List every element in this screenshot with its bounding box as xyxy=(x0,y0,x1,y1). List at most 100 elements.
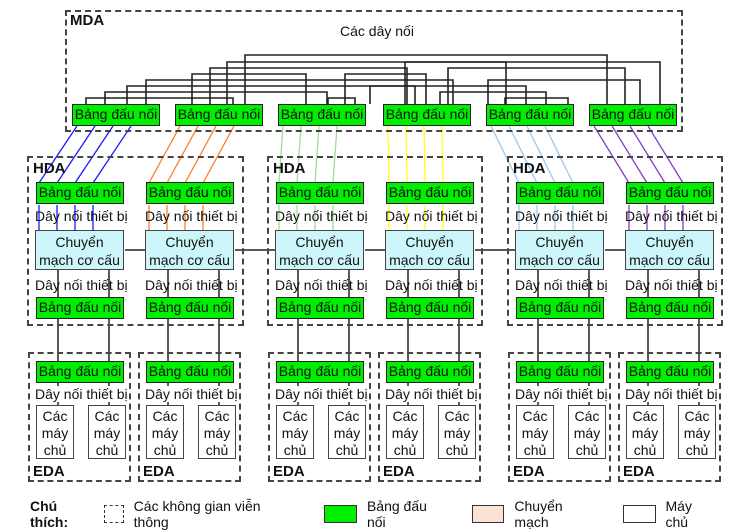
cross-connect-wire xyxy=(487,79,641,104)
mda-label: MDA xyxy=(70,12,105,29)
hda-label: HDA xyxy=(513,160,546,177)
backbone-cable xyxy=(593,125,630,184)
mda-patch-panel: Bảng đấu nối xyxy=(278,104,366,126)
backbone-cable xyxy=(423,125,426,184)
backbone-cable xyxy=(278,125,284,184)
server-label: chủ xyxy=(283,442,307,458)
switch-label-line2: mạch cơ cấu xyxy=(629,252,710,268)
server-label: chủ xyxy=(43,442,67,458)
server-label: chủ xyxy=(575,442,599,458)
backbone-cable xyxy=(92,125,132,184)
equipment-cord-label: Dây nối thiết bị xyxy=(625,386,718,402)
switch-label-line2: mạch cơ cấu xyxy=(389,252,470,268)
server-label: chủ xyxy=(685,442,709,458)
eda-label: EDA xyxy=(623,463,655,480)
backbone-cable xyxy=(526,125,556,184)
server-label: máy xyxy=(631,425,659,441)
mda-patch-panel: Bảng đấu nối xyxy=(72,104,160,126)
server-label: chủ xyxy=(95,442,119,458)
server-label: máy xyxy=(521,425,549,441)
hda-patch-panel-top: Bảng đấu nối xyxy=(626,182,714,204)
server-label: máy xyxy=(93,425,121,441)
switch-label-line2: mạch cơ cấu xyxy=(149,252,230,268)
server-label: Các xyxy=(282,408,308,424)
equipment-cord-label: Dây nối thiết bị xyxy=(35,208,128,224)
legend: Chú thích: Các không gian viễn thông Bản… xyxy=(30,498,742,530)
backbone-cable xyxy=(148,125,181,184)
equipment-cord-label: Dây nối thiết bị xyxy=(275,386,368,402)
backbone-cable xyxy=(296,125,302,184)
eda-label: EDA xyxy=(143,463,175,480)
mda-patch-panel: Bảng đấu nối xyxy=(589,104,677,126)
backbone-cable xyxy=(647,125,684,184)
server-label: máy xyxy=(281,425,309,441)
server-label: Các xyxy=(444,408,470,424)
legend-label: Bảng đấu nối xyxy=(366,498,427,530)
server-label: chủ xyxy=(523,442,547,458)
legend-swatch-dashed xyxy=(104,505,124,523)
hda-patch-panel-top: Bảng đấu nối xyxy=(516,182,604,204)
eda-zone xyxy=(618,352,721,482)
server-label: máy xyxy=(391,425,419,441)
switch-label-line1: Chuyển xyxy=(165,234,214,250)
eda-patch-panel: Bảng đấu nối xyxy=(36,361,124,383)
server-label: Các xyxy=(522,408,548,424)
backbone-cable xyxy=(490,125,520,184)
equipment-cord-label: Dây nối thiết bị xyxy=(145,208,238,224)
hda-patch-panel-bottom: Bảng đấu nối xyxy=(36,297,124,319)
switch-label-line1: Chuyển xyxy=(535,234,584,250)
server-label: chủ xyxy=(335,442,359,458)
backbone-cable xyxy=(544,125,574,184)
server-label: máy xyxy=(333,425,361,441)
server-label: Các xyxy=(152,408,178,424)
legend-title: Chú thích: xyxy=(30,498,69,530)
hda-patch-panel-bottom: Bảng đấu nối xyxy=(516,297,604,319)
backbone-cable xyxy=(166,125,199,184)
eda-zone xyxy=(508,352,611,482)
server-label: chủ xyxy=(153,442,177,458)
switch-box: Chuyển mạch cơ cấu xyxy=(145,230,234,270)
server-label: Các xyxy=(94,408,120,424)
legend-item-switch: Chuyển mạch xyxy=(471,498,597,530)
backbone-cable xyxy=(56,125,96,184)
cross-connect-wire xyxy=(126,85,416,104)
equipment-cord-label: Dây nối thiết bị xyxy=(385,277,478,293)
eda-patch-panel: Bảng đấu nối xyxy=(146,361,234,383)
cross-connect-wire xyxy=(504,97,569,104)
server-label: máy xyxy=(443,425,471,441)
equipment-cord-label: Dây nối thiết bị xyxy=(385,386,478,402)
server-label: chủ xyxy=(633,442,657,458)
backbone-cable xyxy=(611,125,648,184)
hda-label: HDA xyxy=(273,160,306,177)
backbone-cable xyxy=(314,125,320,184)
equipment-cord-label: Dây nối thiết bị xyxy=(625,277,718,293)
server-label: chủ xyxy=(205,442,229,458)
hda-zone xyxy=(27,156,244,326)
mda-patch-panel: Bảng đấu nối xyxy=(175,104,263,126)
server-label: chủ xyxy=(445,442,469,458)
equipment-cord-label: Dây nối thiết bị xyxy=(625,208,718,224)
hda-patch-panel-top: Bảng đấu nối xyxy=(386,182,474,204)
equipment-cord-label: Dây nối thiết bị xyxy=(515,277,608,293)
server-label: chủ xyxy=(393,442,417,458)
equipment-cord-label: Dây nối thiết bị xyxy=(515,208,608,224)
equipment-cord-label: Dây nối thiết bị xyxy=(145,277,238,293)
eda-patch-panel: Bảng đấu nối xyxy=(516,361,604,383)
equipment-cord-label: Dây nối thiết bị xyxy=(385,208,478,224)
legend-item-patch-panel: Bảng đấu nối xyxy=(324,498,445,530)
hda-patch-panel-bottom: Bảng đấu nối xyxy=(276,297,364,319)
equipment-cord-label: Dây nối thiết bị xyxy=(35,277,128,293)
cross-connect-wire xyxy=(447,67,626,104)
cross-connect-wire xyxy=(85,97,234,104)
hda-label: HDA xyxy=(33,160,66,177)
legend-swatch-green xyxy=(324,505,357,523)
